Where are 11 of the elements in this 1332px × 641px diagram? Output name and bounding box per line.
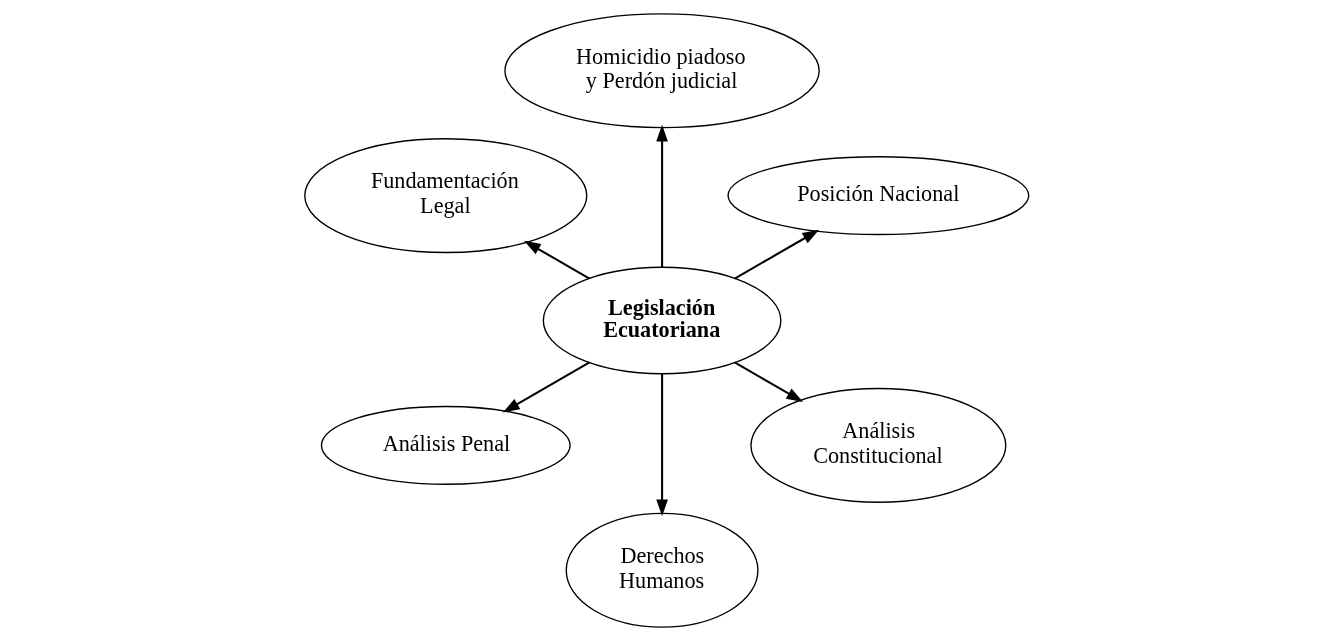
arrow (502, 361, 590, 413)
node-ellipse: Posición Nacional (726, 156, 1029, 236)
node-ellipse: Análisis Penal (320, 405, 571, 485)
arrow (523, 240, 590, 280)
arrow (655, 124, 668, 268)
arrow (733, 361, 803, 402)
arrow (655, 373, 668, 517)
node-ellipse: Derechos Humanos (565, 512, 759, 628)
node-ellipse: Homicidio piadoso y Perdón judicial (503, 13, 820, 129)
node-ellipse: Legislación Ecuatoriana (542, 266, 782, 375)
arrow (733, 229, 819, 280)
